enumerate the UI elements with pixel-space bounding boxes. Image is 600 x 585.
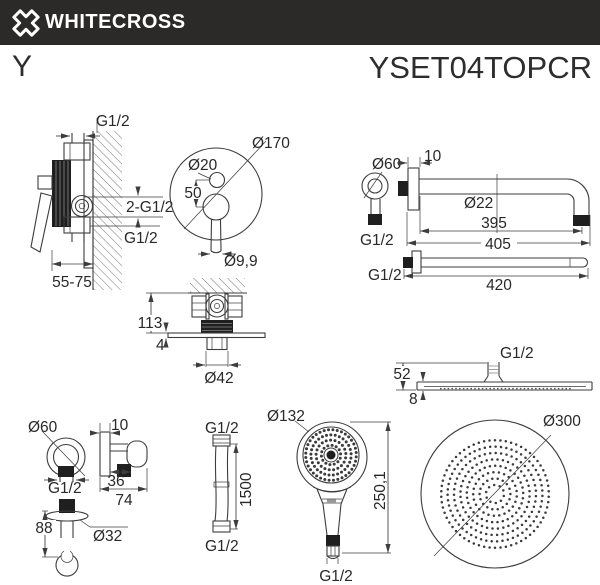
dim-outlet-reach: 74	[115, 492, 133, 509]
dim-head-thickness: 8	[409, 391, 418, 408]
shower-arm-drawing: Ø60 G1/2 10 Ø22 395	[360, 148, 591, 294]
series-title: Y	[12, 50, 33, 83]
head-nozzle-dots	[440, 438, 550, 550]
dim-arm-thread: G1/2	[368, 267, 402, 284]
handshower-drawing: Ø132 G1/2 250,1	[267, 408, 391, 585]
dim-hose-thread-bottom: G1/2	[205, 538, 239, 555]
mixer-side-view-drawing: G1/2 2-G1/2 G1/2 55-75	[30, 113, 173, 291]
wall-hatch	[93, 131, 122, 290]
product-code: YSET04TOPCR	[368, 50, 592, 85]
wall-hatch	[190, 278, 245, 293]
dim-valve-depth: 113	[138, 315, 163, 332]
head-bottom-view-drawing: Ø300	[420, 413, 581, 569]
dim-outlet-holder-offset: 36	[107, 473, 124, 490]
dim-mixer-button-dia: Ø20	[188, 157, 218, 174]
header-bar: WHITECROSS	[0, 0, 600, 45]
dim-outlet-flange-depth: 10	[111, 417, 129, 434]
dim-arm-len-total: 420	[486, 277, 512, 294]
dim-mixer-side-threads: 2-G1/2	[126, 199, 173, 216]
dim-outlet-flange-dia: Ø60	[28, 419, 58, 436]
dim-mixer-spacing: 50	[184, 185, 202, 202]
mixer-lever	[30, 192, 53, 253]
dim-mixer-lever-dia: Ø9,9	[224, 253, 258, 270]
dim-outlet-thread: G1/2	[48, 480, 82, 497]
head-side-view-drawing: G1/2 52 8	[391, 345, 593, 408]
dim-arm-pipe-dia: Ø22	[464, 195, 493, 212]
dim-outlet-height: 88	[35, 520, 52, 537]
dim-arm-len-outer: 405	[485, 236, 511, 253]
dim-hose-thread-top: G1/2	[205, 420, 239, 437]
outlet-elbow-drawing: Ø60 G1/2 10 36 74	[28, 417, 148, 577]
handle-label-band	[327, 499, 336, 503]
dim-mixer-thread-top: G1/2	[96, 113, 130, 130]
dim-arm-flange-depth: 10	[424, 148, 442, 165]
dim-arm-flange-thread: G1/2	[360, 232, 394, 249]
brand-name: WHITECROSS	[45, 11, 186, 33]
dim-outlet-holder-dia: Ø32	[93, 528, 122, 545]
dim-head-dia: Ø300	[543, 413, 581, 430]
dim-mixer-plate-dia: Ø170	[252, 135, 290, 152]
dim-head-height: 52	[393, 366, 410, 383]
dim-arm-flange-dia: Ø60	[372, 156, 402, 173]
hose-drawing: G1/2 G1/2 1500	[205, 420, 255, 555]
dim-mixer-mount-depth: 55-75	[52, 274, 92, 291]
dim-head-thread: G1/2	[500, 345, 534, 362]
dim-handshower-length: 250,1	[372, 471, 389, 510]
mixer-front-view-drawing: Ø170 Ø20 50 Ø9,9	[169, 135, 290, 270]
dim-handshower-head-dia: Ø132	[267, 408, 305, 425]
dim-mixer-thread-bottom: G1/2	[124, 230, 158, 247]
dim-handshower-thread: G1/2	[319, 568, 353, 585]
valve-body-drawing: 113 4 Ø42	[138, 278, 266, 387]
dim-valve-plate-thickness: 4	[156, 337, 165, 354]
dim-valve-dia: Ø42	[204, 370, 233, 387]
dim-hose-length: 1500	[238, 472, 255, 507]
whitecross-logo-icon	[12, 8, 40, 37]
dim-arm-len-inner: 395	[481, 215, 507, 232]
handshower-nozzle-dots	[304, 428, 358, 482]
